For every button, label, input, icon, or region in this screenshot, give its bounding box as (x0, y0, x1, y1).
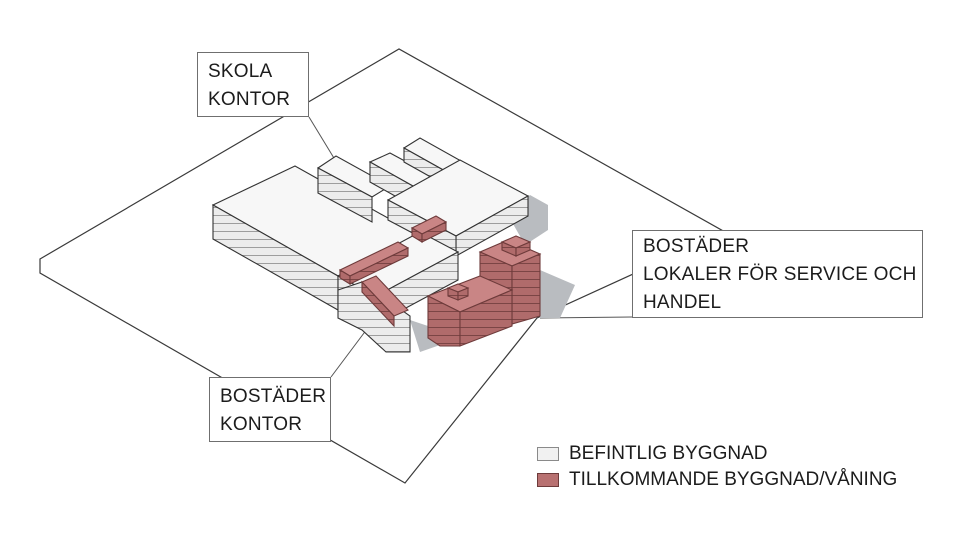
legend-label-new: TILLKOMMANDE BYGGNAD/VÅNING (569, 469, 898, 490)
new-low-side (459, 289, 513, 347)
new-tower-side (511, 253, 541, 325)
label-bostader-kontor-line-1: BOSTÄDER (220, 386, 327, 407)
label-bostader-lokaler-line-1: BOSTÄDER (643, 236, 750, 257)
label-bostader-kontor: BOSTÄDER KONTOR (209, 377, 331, 442)
legend-swatch-existing (537, 447, 559, 461)
label-bostader-lokaler-line-2: LOKALER FÖR SERVICE OCH (643, 264, 917, 285)
legend: BEFINTLIG BYGGNAD TILLKOMMANDE BYGGNAD/V… (537, 441, 897, 493)
label-bostader-lokaler-line-3: HANDEL (643, 292, 722, 313)
existing-building-rear (316, 137, 530, 257)
new-additions-roof (338, 215, 448, 328)
legend-swatch-new (537, 473, 559, 487)
legend-label-existing: BEFINTLIG BYGGNAD (569, 443, 768, 464)
legend-item-new: TILLKOMMANDE BYGGNAD/VÅNING (537, 467, 897, 493)
label-bostader-kontor-line-2: KONTOR (220, 414, 303, 435)
label-skola-line-1: SKOLA (208, 61, 273, 82)
label-skola-line-2: KONTOR (208, 89, 291, 110)
label-bostader-lokaler: BOSTÄDER LOKALER FÖR SERVICE OCH HANDEL (632, 230, 923, 318)
new-building (426, 235, 542, 347)
label-skola-kontor: SKOLA KONTOR (197, 52, 309, 117)
leader-bostader-kontor (330, 324, 371, 378)
new-low-front (427, 295, 461, 347)
legend-item-existing: BEFINTLIG BYGGNAD (537, 441, 897, 467)
